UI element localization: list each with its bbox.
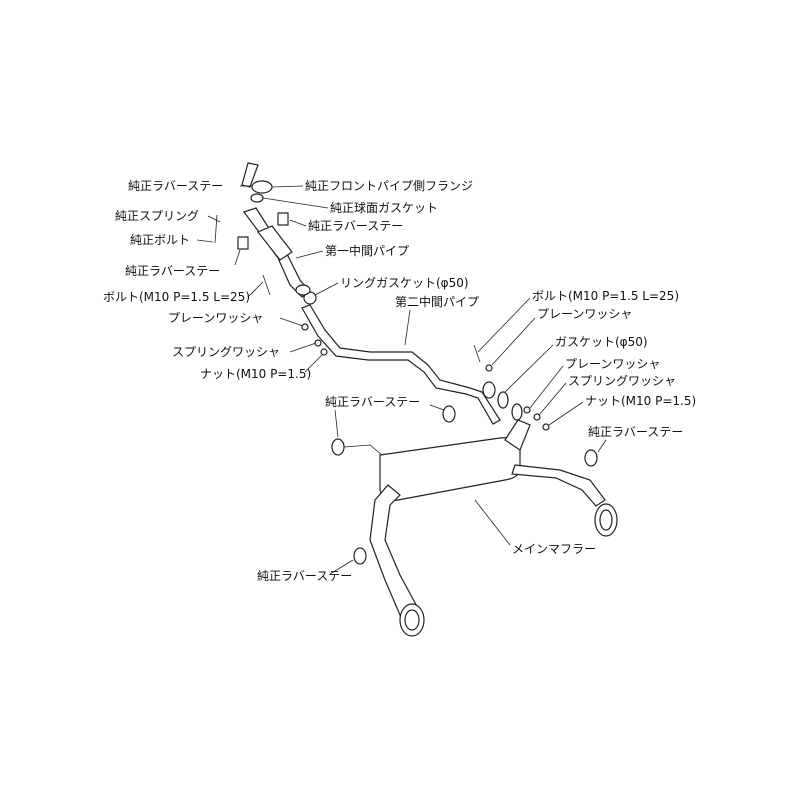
rubber-stay-6-part	[353, 547, 367, 565]
nut-left-part	[320, 348, 328, 356]
mid-flange	[295, 284, 311, 296]
right-flange	[482, 381, 496, 399]
rubber-stay-4-part	[442, 405, 456, 423]
plain-washer-right-part	[485, 364, 493, 372]
label-plain-washer-left: プレーンワッシャ	[168, 311, 264, 325]
label-bolt-right: ボルト(M10 P=1.5 L=25)	[532, 289, 680, 303]
plain-washer-right-2-part	[523, 406, 531, 414]
front-flange	[251, 180, 273, 194]
label-rubber-stay-4: 純正ラバーステー	[325, 395, 421, 409]
label-plain-washer-right-1: プレーンワッシャ	[537, 307, 633, 321]
right-tip-inner	[599, 509, 613, 531]
rubber-stay-5-part	[584, 449, 598, 467]
rubber-stay-2-part	[277, 212, 289, 226]
label-rubber-stay-2: 純正ラバーステー	[308, 219, 404, 233]
front-pipe-stub	[241, 162, 259, 188]
label-bolt-left: ボルト(M10 P=1.5 L=25)	[103, 290, 251, 304]
spring-washer-right-part	[533, 413, 541, 421]
rubber-stay-3-part	[237, 236, 249, 250]
left-tip-inner	[404, 609, 420, 631]
label-gasket-right: ガスケット(φ50)	[555, 335, 648, 349]
label-spring-washer-left: スプリングワッシャ	[172, 345, 281, 359]
label-second-mid-pipe: 第二中間パイプ	[395, 295, 480, 309]
main-muffler-body	[379, 437, 521, 501]
bolt-left-part	[262, 274, 271, 296]
label-rubber-stay-1: 純正ラバーステー	[128, 179, 224, 193]
spherical-gasket	[250, 193, 264, 203]
label-main-muffler: メインマフラー	[512, 542, 597, 556]
label-nut-right: ナット(M10 P=1.5)	[585, 394, 697, 408]
label-spring-washer-right: スプリングワッシャ	[568, 374, 677, 388]
nut-right-part	[542, 423, 550, 431]
oem-bolt-part	[214, 214, 218, 244]
second-mid-pipe	[301, 304, 501, 425]
label-rubber-stay-5: 純正ラバーステー	[588, 425, 684, 439]
catalyst-body	[257, 225, 293, 261]
muffler-flange	[511, 403, 523, 421]
label-spherical-gasket: 純正球面ガスケット	[330, 201, 439, 215]
leader-lines	[196, 185, 607, 575]
right-tail-pipe	[511, 464, 606, 507]
label-rubber-stay-3: 純正ラバーステー	[125, 264, 221, 278]
bolt-right-part	[473, 344, 481, 363]
label-first-mid-pipe: 第一中間パイプ	[325, 244, 410, 258]
hanger-rod	[343, 444, 383, 456]
rubber-stay-left-part	[331, 438, 345, 456]
muffler-inlet	[504, 419, 531, 451]
left-tail-pipe	[369, 484, 421, 616]
label-oem-bolt: 純正ボルト	[130, 233, 191, 247]
label-spring: 純正スプリング	[115, 209, 200, 223]
gasket-right-part	[497, 391, 509, 409]
label-rubber-stay-6: 純正ラバーステー	[257, 569, 353, 583]
label-ring-gasket: リングガスケット(φ50)	[340, 276, 469, 290]
label-nut-left: ナット(M10 P=1.5)	[200, 367, 312, 381]
label-plain-washer-right-2: プレーンワッシャ	[565, 357, 661, 371]
plain-washer-left-part	[301, 323, 309, 331]
label-front-pipe-flange: 純正フロントパイプ側フランジ	[305, 179, 474, 193]
